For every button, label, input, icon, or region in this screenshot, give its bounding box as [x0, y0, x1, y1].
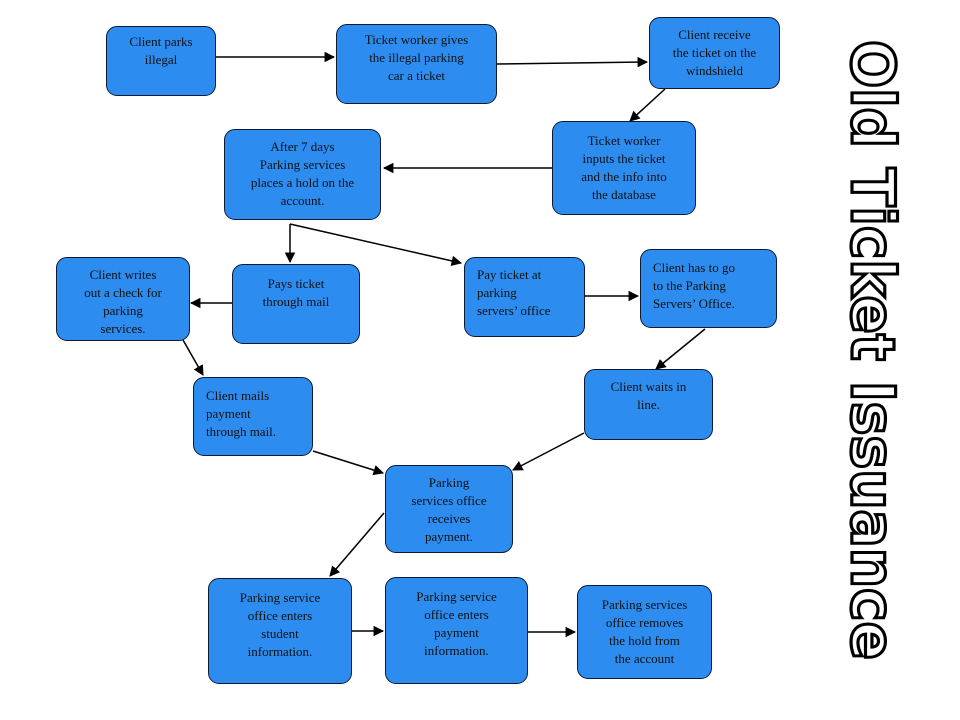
node-client-mails-payment: Client mails payment through mail. [193, 377, 313, 456]
node-worker-inputs-ticket: Ticket worker inputs the ticket and the … [552, 121, 696, 215]
node-client-waits-in-line: Client waits in line. [584, 369, 713, 440]
node-removes-hold: Parking services office removes the hold… [577, 585, 712, 679]
node-text: Pays ticket through mail [262, 276, 330, 309]
arrow-n11-n12 [512, 432, 585, 471]
node-text: Client has to go to the Parking Servers’… [653, 260, 735, 311]
node-text: Ticket worker gives the illegal parking … [364, 32, 469, 83]
node-text: Ticket worker inputs the ticket and the … [581, 133, 667, 202]
node-client-parks-illegal: Client parks illegal [106, 26, 216, 96]
arrow-n10-n12 [312, 450, 385, 476]
node-pay-at-office: Pay ticket at parking servers’ office [464, 257, 585, 337]
node-text: Client mails payment through mail. [206, 388, 277, 439]
node-text: Client receive the ticket on the windshi… [672, 27, 757, 78]
node-enters-payment-info: Parking service office enters payment in… [385, 577, 528, 684]
arrow-n3-n4 [629, 88, 666, 122]
node-text: Client writes out a check for parking se… [84, 267, 162, 336]
node-pays-through-mail: Pays ticket through mail [232, 264, 360, 344]
node-text: Client parks illegal [129, 34, 193, 67]
node-go-to-office: Client has to go to the Parking Servers’… [640, 249, 777, 328]
node-client-writes-check: Client writes out a check for parking se… [56, 257, 190, 341]
arrow-n12-n13 [329, 512, 385, 577]
node-text: After 7 days Parking services places a h… [250, 139, 355, 208]
arrow-n2-n3 [496, 56, 649, 68]
node-ticket-worker-gives-ticket: Ticket worker gives the illegal parking … [336, 24, 497, 104]
arrow-n5-n8 [289, 223, 463, 267]
node-text: Pay ticket at parking servers’ office [477, 267, 551, 318]
arrow-n9-n11 [655, 328, 706, 370]
node-enters-student-info: Parking service office enters student in… [208, 578, 352, 684]
arrow-n6-n10 [182, 339, 204, 376]
node-office-receives-payment: Parking services office receives payment… [385, 465, 513, 553]
node-text: Parking services office receives payment… [411, 475, 487, 544]
node-text: Parking service office enters student in… [239, 590, 321, 659]
title-text: Old Ticket Issuance [837, 40, 907, 660]
node-hold-after-7-days: After 7 days Parking services places a h… [224, 129, 381, 220]
node-client-receives-ticket: Client receive the ticket on the windshi… [649, 17, 780, 89]
node-text: Parking services office removes the hold… [601, 597, 688, 666]
node-text: Parking service office enters payment in… [416, 589, 497, 658]
node-text: Client waits in line. [610, 379, 687, 412]
